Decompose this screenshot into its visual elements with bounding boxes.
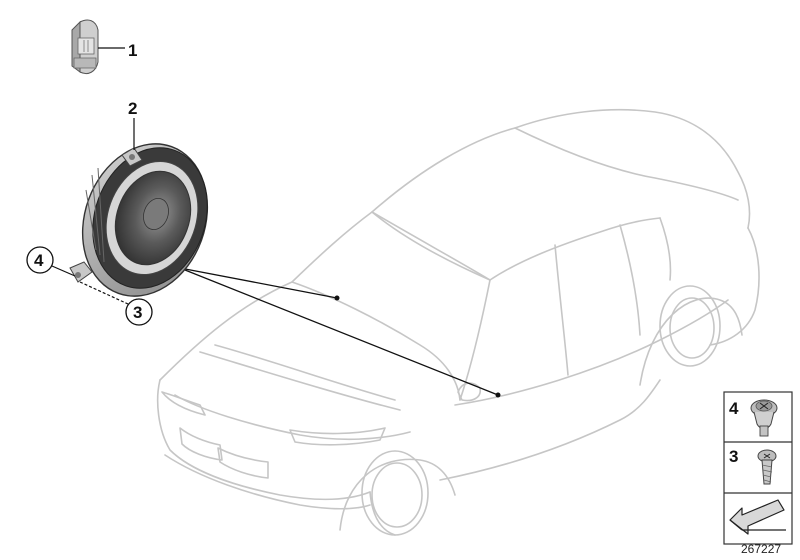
screw-icon [757, 449, 777, 485]
callout-tweeter: 1 [128, 41, 137, 60]
car-outline [156, 108, 760, 536]
speaker-icon [69, 143, 209, 297]
door-speaker-location-dot [495, 392, 501, 398]
callout-screw: 3 [133, 303, 142, 322]
screw-leader [79, 281, 129, 305]
legend-nut-number: 4 [729, 399, 739, 418]
nut-leader [51, 265, 76, 277]
diagram-number: 267227 [741, 542, 781, 556]
callout-screw-circle [125, 298, 153, 326]
leader-lines [179, 267, 499, 396]
callout-nut: 4 [34, 251, 44, 270]
front-speaker-location-dot [334, 295, 340, 301]
legend-screw-number: 3 [729, 447, 738, 466]
callout-speaker: 2 [128, 99, 137, 118]
tweeter-icon [71, 19, 99, 75]
callout-nut-circle [26, 246, 54, 274]
direction-arrow-icon [729, 499, 786, 535]
nut-icon [750, 399, 778, 437]
